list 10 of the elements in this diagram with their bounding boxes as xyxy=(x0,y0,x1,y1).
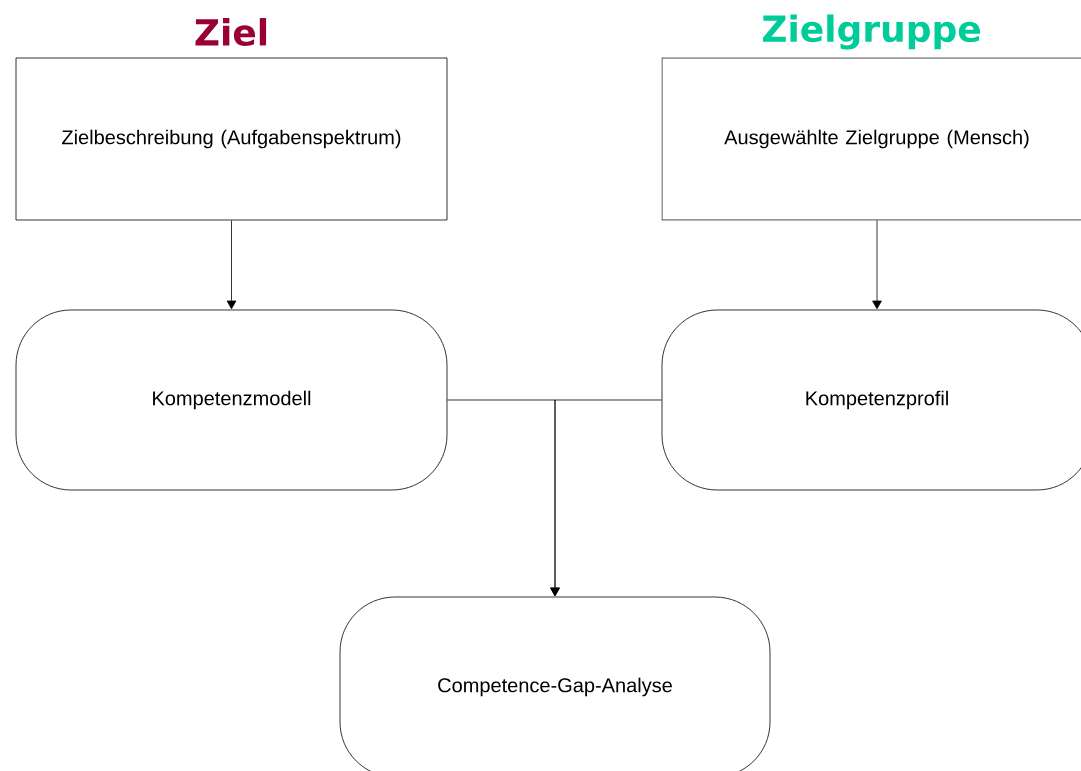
heading: Zielgruppe xyxy=(762,14,980,50)
process-box: Zielbeschreibung (Aufgabenspektrum) xyxy=(15,57,448,221)
arrow xyxy=(550,399,662,597)
process-box: Ausgewählte Zielgruppe (Mensch) xyxy=(661,57,1081,221)
rounded-box: Kompetenzprofil xyxy=(661,309,1081,491)
rounded-box: Competence-Gap-Analyse xyxy=(339,596,771,771)
heading: Ziel xyxy=(195,18,267,46)
arrow xyxy=(872,220,882,310)
rounded-box: Kompetenzmodell xyxy=(15,309,448,491)
arrow xyxy=(226,220,237,310)
